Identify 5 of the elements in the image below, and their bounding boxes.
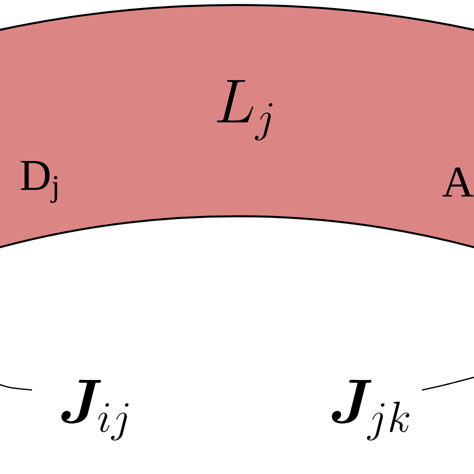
band-label: A [442,167,474,197]
band-label: D$_{j}$ [20,161,58,203]
band-label: $L_j$ [216,80,272,140]
junction-label: $\bm{J}_{jk}$ [332,380,410,441]
junction-label: $\bm{J}_{ij}$ [61,380,129,441]
